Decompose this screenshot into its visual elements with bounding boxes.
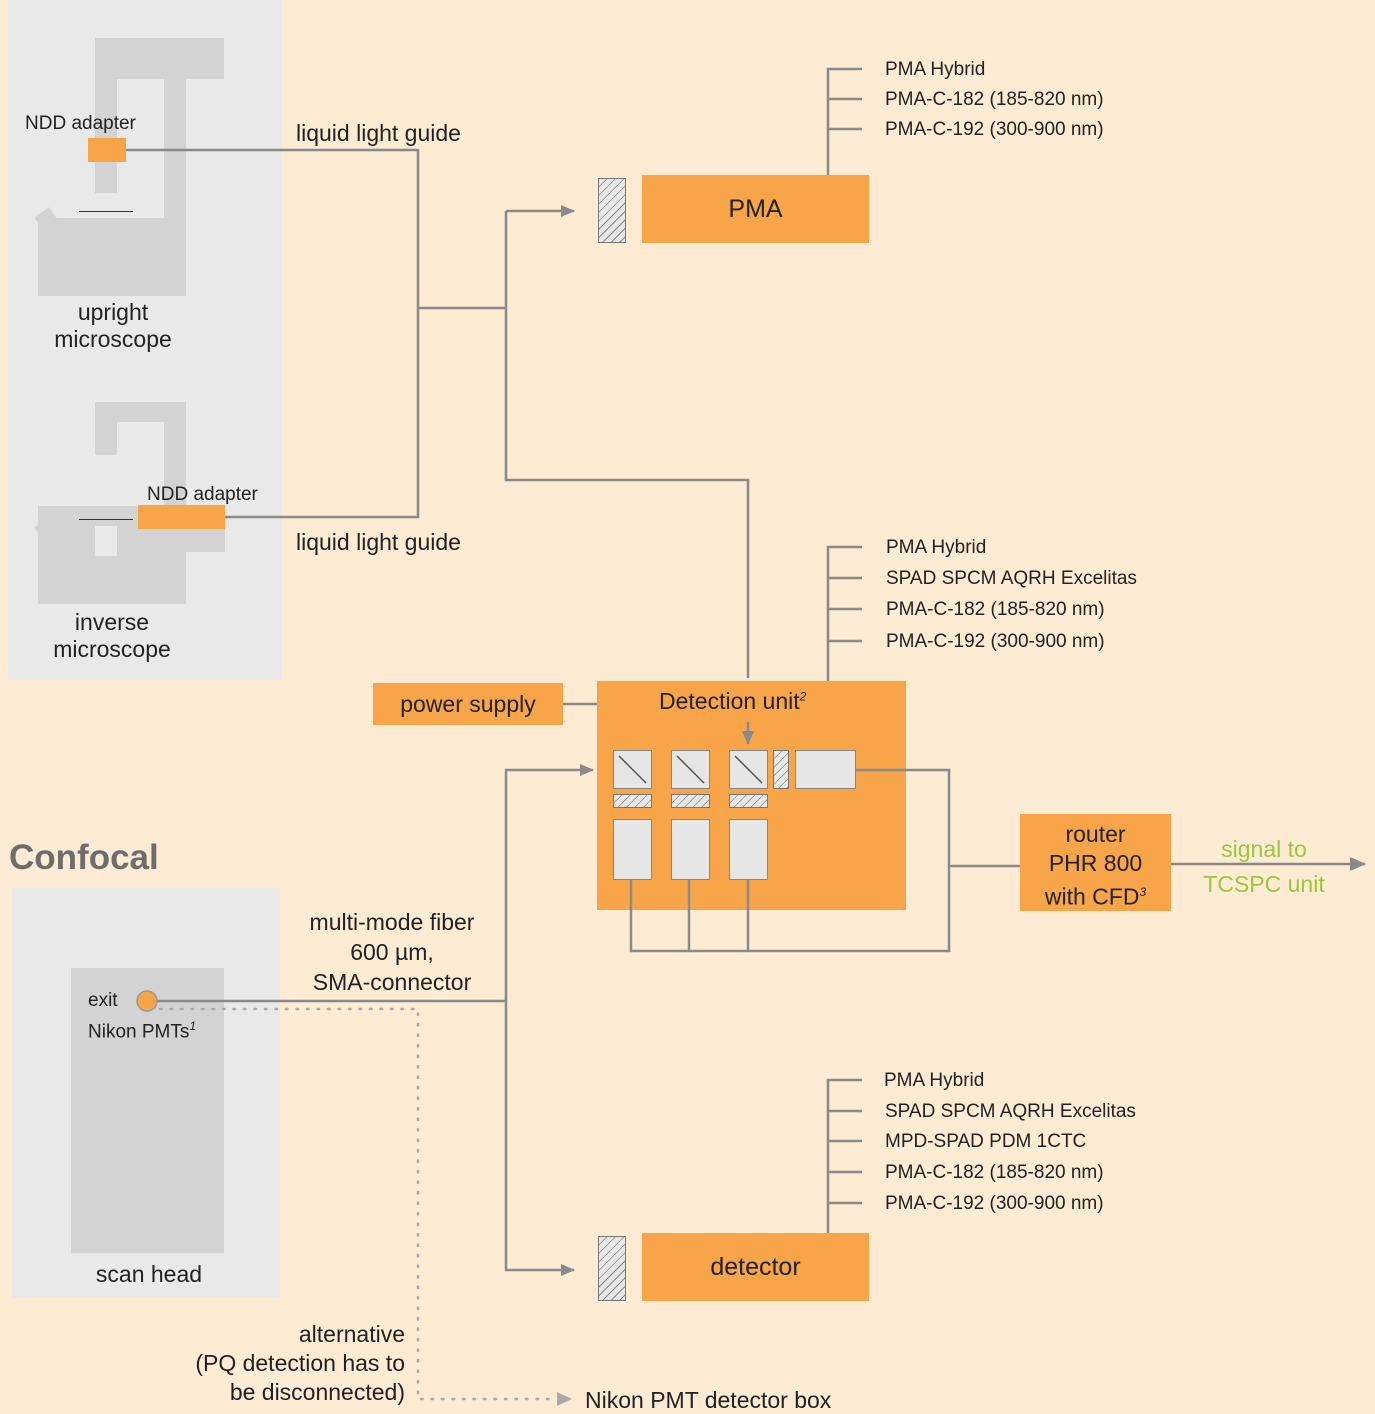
pma-label: PMA [728, 194, 783, 223]
router-line3-wrap: with CFD3 [1020, 878, 1171, 912]
sensor-3 [729, 819, 768, 880]
fiber-line3: SMA-connector [312, 969, 472, 995]
guide-top-label: liquid light guide [296, 120, 461, 146]
detection-option: PMA-C-192 (300-900 nm) [886, 631, 1105, 652]
internal-filter-4 [773, 750, 789, 789]
detection-option: PMA-C-182 (185-820 nm) [886, 599, 1105, 620]
guide-bottom-label: liquid light guide [296, 529, 461, 555]
fiber-line2: 600 µm, [350, 939, 434, 965]
detector-filter [598, 1236, 626, 1301]
exit-label-1: exit [88, 990, 118, 1011]
alternative-line3: be disconnected) [229, 1379, 405, 1405]
router-footnote: 3 [1139, 885, 1147, 899]
pma-option: PMA-C-192 (300-900 nm) [885, 119, 1104, 140]
exit-label-2-wrap: Nikon PMTs1 [88, 1019, 196, 1043]
router-line2: PHR 800 [1048, 850, 1143, 876]
exit-footnote: 1 [189, 1019, 197, 1033]
exit-label-2: Nikon PMTs [88, 1021, 190, 1043]
router-box [1020, 814, 1171, 911]
upright-ndd-adapter [88, 138, 126, 162]
internal-filter-2 [671, 794, 710, 808]
channel-box-4 [795, 750, 856, 789]
detection-unit-title: Detection unit2 [659, 688, 806, 715]
confocal-title: Confocal [9, 838, 159, 877]
detection-option: SPAD SPCM AQRH Excelitas [886, 568, 1137, 589]
alternative-label: alternative (PQ detection has to be disc… [130, 1320, 405, 1407]
upright-label-1: upright [77, 299, 149, 325]
detection-option: PMA Hybrid [886, 537, 987, 558]
router-line3: with CFD [1044, 883, 1140, 910]
fiber-line1: multi-mode fiber [309, 909, 475, 935]
nikon-pmt-box-label: Nikon PMT detector box [585, 1387, 832, 1413]
detector-option: PMA-C-182 (185-820 nm) [885, 1162, 1104, 1183]
pma-option: PMA Hybrid [885, 59, 986, 80]
detector-option: PMA-C-192 (300-900 nm) [885, 1193, 1104, 1214]
sensor-1 [613, 819, 652, 880]
detector-option: SPAD SPCM AQRH Excelitas [885, 1101, 1136, 1122]
detection-unit-label: Detection unit [659, 688, 800, 714]
pma-filter [598, 178, 626, 243]
internal-filter-1 [613, 794, 652, 808]
alternative-line1: alternative [298, 1321, 405, 1347]
detector-option: MPD-SPAD PDM 1CTC [885, 1131, 1087, 1152]
detection-unit-footnote: 2 [799, 689, 807, 704]
internal-filter-3 [729, 794, 768, 808]
inverse-label-1: inverse [74, 609, 150, 635]
detector-option: PMA Hybrid [884, 1070, 985, 1091]
scan-head [71, 968, 224, 1253]
upright-label-2: microscope [54, 326, 172, 352]
signal-label: signal to TCSPC unit [1180, 832, 1348, 902]
detector-label: detector [710, 1252, 801, 1281]
sensor-2 [671, 819, 710, 880]
router-label: router PHR 800 with CFD3 [1020, 820, 1171, 912]
scan-head-label: scan head [95, 1261, 203, 1287]
detector-box [642, 1233, 869, 1301]
router-line1: router [1065, 821, 1126, 847]
upright-adapter-label: NDD adapter [25, 113, 136, 134]
power-supply-label: power supply [400, 690, 536, 717]
inverse-label-2: microscope [53, 636, 171, 662]
fiber-label: multi-mode fiber 600 µm, SMA-connector [282, 907, 502, 997]
inverse-adapter-label: NDD adapter [147, 484, 258, 505]
alternative-line2: (PQ detection has to [195, 1350, 405, 1376]
inverse-ndd-adapter [138, 505, 225, 529]
signal-line1: signal to [1221, 836, 1307, 862]
pma-box [642, 175, 869, 243]
pma-option: PMA-C-182 (185-820 nm) [885, 89, 1104, 110]
power-supply-box [373, 683, 563, 725]
signal-line2: TCSPC unit [1203, 871, 1325, 897]
